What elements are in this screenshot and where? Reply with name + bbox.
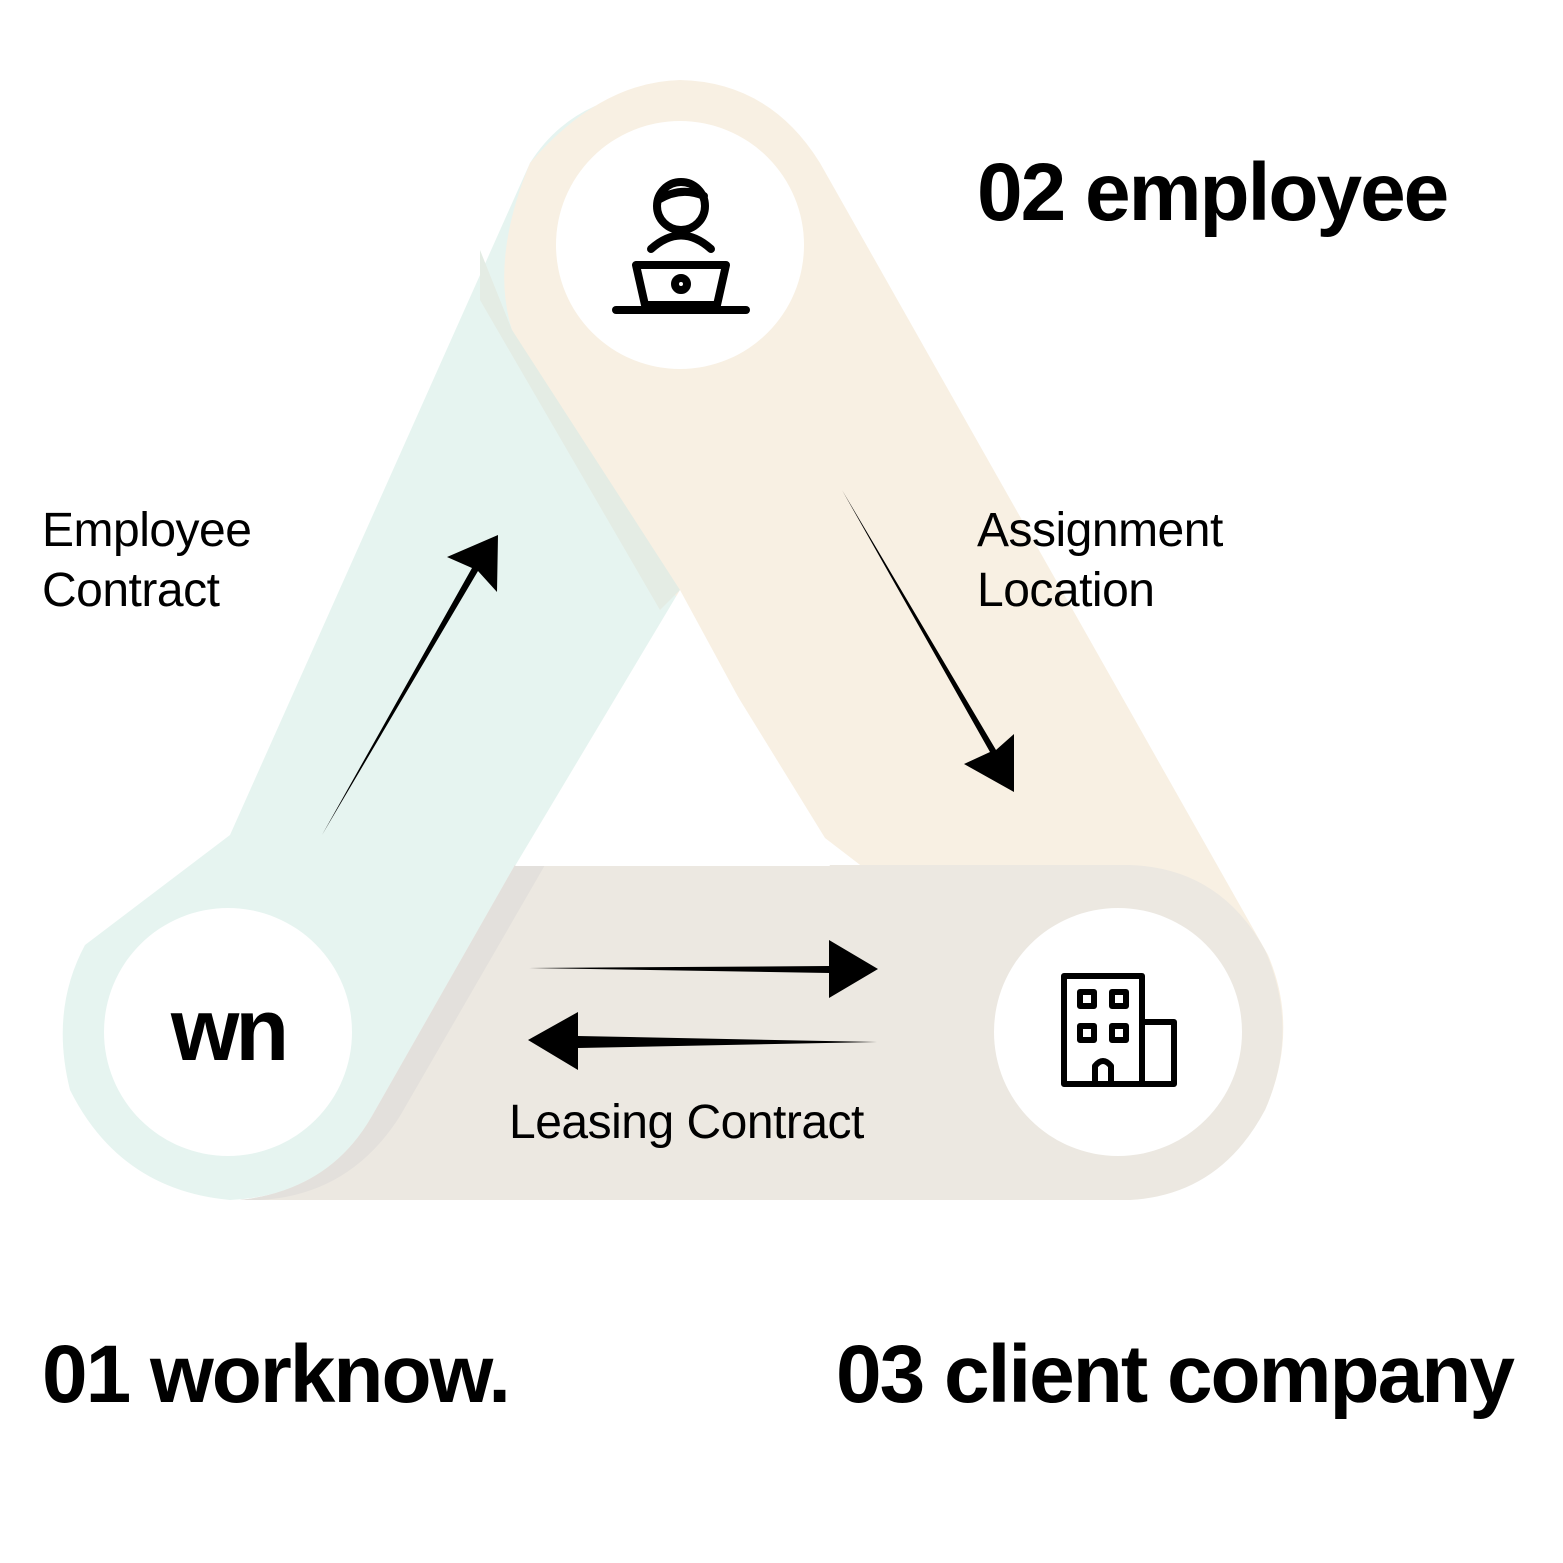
- arrow-leasing-left: [528, 1012, 877, 1070]
- worknow-circle: [104, 908, 352, 1156]
- employee-contract-label-line1: Employee: [42, 504, 251, 557]
- arrow-assignment-location: [842, 490, 1014, 792]
- client-company-heading: 03 client company: [836, 1329, 1515, 1420]
- assignment-location-label-line1: Assignment: [977, 504, 1223, 557]
- arrows: [322, 490, 1014, 1070]
- employee-circle: [556, 121, 804, 369]
- band-overlap-bottom: [240, 865, 545, 1200]
- employee-contract-label-line2: Contract: [42, 564, 220, 617]
- employee-heading: 02 employee: [977, 147, 1447, 238]
- assignment-location-label-line2: Location: [977, 564, 1154, 617]
- person-laptop-icon: [612, 178, 750, 314]
- band-overlap-top: [480, 250, 680, 610]
- band-client-worknow: [240, 865, 1283, 1200]
- office-building-icon: [1061, 973, 1177, 1087]
- worknow-heading: 01 worknow.: [42, 1329, 509, 1420]
- center-triangle: [515, 590, 830, 866]
- arrow-leasing-right: [529, 940, 878, 998]
- leasing-contract-label: Leasing Contract: [509, 1096, 864, 1149]
- arrow-employee-contract: [322, 535, 498, 835]
- worknow-logo: wn: [170, 980, 285, 1079]
- client-circle: [994, 908, 1242, 1156]
